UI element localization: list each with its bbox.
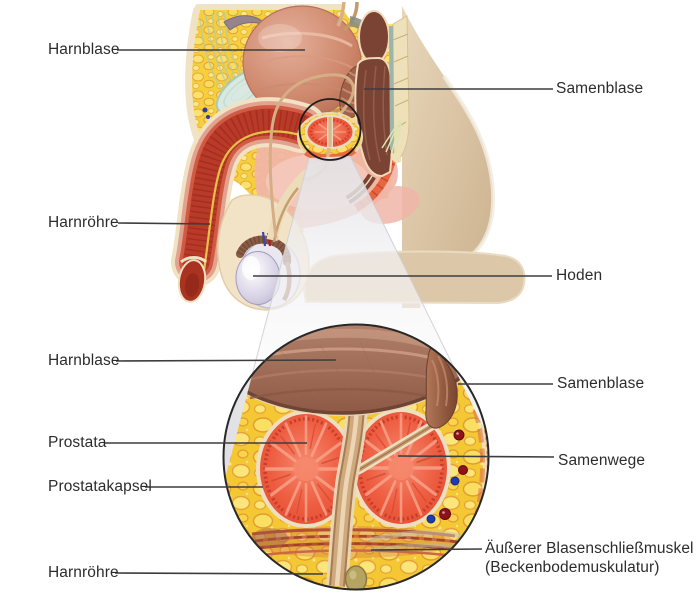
label-harnblase-overview: Harnblase xyxy=(48,41,120,59)
seminal-vesicle-detail xyxy=(425,347,458,429)
label-hoden: Hoden xyxy=(556,267,603,285)
bulbourethral-gland xyxy=(344,565,368,590)
label-samenblase-overview: Samenblase xyxy=(556,80,644,98)
label-harnblase-detail: Harnblase xyxy=(48,352,120,370)
penis xyxy=(171,97,327,303)
leader-samenwege xyxy=(397,455,555,458)
urethra-detail xyxy=(326,399,368,587)
label-harnroehre-overview: Harnröhre xyxy=(48,214,119,232)
vas-deferens xyxy=(268,73,355,239)
prostate-detail xyxy=(256,408,451,528)
label-prostatakapsel: Prostatakapsel xyxy=(48,478,152,496)
detail-circle xyxy=(222,323,490,591)
label-prostata: Prostata xyxy=(48,434,107,452)
label-blasenschliessmuskel-line1: Äußerer Blasenschließmuskel xyxy=(485,540,694,557)
seminal-duct xyxy=(354,420,438,475)
leader-harnroehre-overview xyxy=(117,222,211,225)
label-blasenschliessmuskel: Äußerer Blasenschließmuskel (Beckenbodem… xyxy=(485,539,694,577)
leader-blasenschliessmuskel xyxy=(370,548,483,551)
blood-vessels-detail xyxy=(426,429,468,524)
leader-harnblase-detail xyxy=(115,359,337,362)
bladder-overview xyxy=(242,5,362,119)
detail-art xyxy=(223,324,489,590)
magnifier-circle xyxy=(298,98,362,161)
prostate-overview xyxy=(297,112,363,182)
label-samenblase-detail: Samenblase xyxy=(557,375,645,393)
label-blasenschliessmuskel-line2: (Beckenbodemuskulatur) xyxy=(485,559,660,576)
glans xyxy=(177,256,208,303)
leader-lines xyxy=(104,49,555,575)
label-samenwege: Samenwege xyxy=(558,452,646,470)
label-harnroehre-detail: Harnröhre xyxy=(48,564,119,582)
leader-harnroehre-detail xyxy=(114,572,324,575)
